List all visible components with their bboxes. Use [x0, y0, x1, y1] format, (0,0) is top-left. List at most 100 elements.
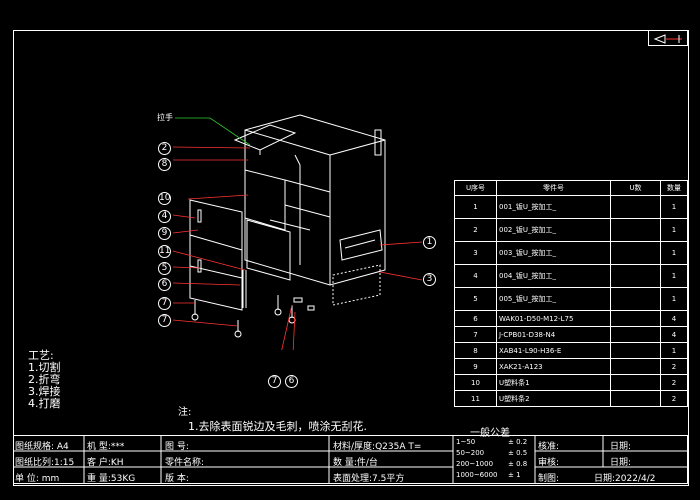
tolerance-title: 一般公差 — [470, 428, 510, 439]
callout-11: 11 — [158, 245, 171, 258]
tolerance-range: 1000~6000 — [456, 471, 498, 479]
bom-unit — [610, 326, 661, 343]
part-name: 零件名称: — [165, 458, 205, 468]
bom-part: 005_钣U_按加工_ — [496, 287, 611, 311]
tolerance-value: ± 0.2 — [508, 438, 528, 446]
bom-qty: 1 — [660, 264, 688, 288]
bom-header-row: U序号 零件号 U数 数量 — [454, 180, 688, 196]
bom-header-qty: 数量 — [660, 180, 688, 196]
bom-qty: 2 — [660, 374, 688, 391]
bom-qty: 1 — [660, 342, 688, 359]
bom-part: XAK21-A123 — [496, 358, 611, 375]
note-text: 1.去除表面锐边及毛刺，喷涂无刮花. — [188, 420, 367, 433]
bom-part: 003_钣U_按加工_ — [496, 241, 611, 265]
bom-qty: 1 — [660, 218, 688, 242]
bom-unit — [610, 264, 661, 288]
bom-qty: 1 — [660, 287, 688, 311]
material-thickness: 材料/厚度:Q235A T= — [333, 442, 422, 452]
detail-view-symbol-icon — [648, 30, 688, 46]
callout-4: 3 — [423, 273, 436, 286]
callout-1: 1 — [423, 236, 436, 249]
date-label: 日期: — [610, 458, 632, 468]
bom-header-unit: U数 — [610, 180, 661, 196]
paper-size: 图纸规格: A4 — [15, 442, 69, 452]
surface-treatment: 表面处理:7.5平方 — [333, 474, 405, 484]
bom-qty: 4 — [660, 310, 688, 327]
process-step: 1.切割 — [28, 361, 61, 374]
bom-no: 10 — [454, 374, 497, 391]
bom-qty: 2 — [660, 390, 688, 407]
bom-header-no: U序号 — [454, 180, 497, 196]
bom-unit — [610, 241, 661, 265]
bom-no: 5 — [454, 287, 497, 311]
weight: 重 量:53KG — [87, 474, 136, 484]
quantity-per-unit: 数 量:件/台 — [333, 458, 378, 468]
process-step: 4.打磨 — [28, 397, 61, 410]
checker-label: 核准: — [538, 442, 560, 452]
customer: 客 户:KH — [87, 458, 124, 468]
date-label: 日期: — [610, 442, 632, 452]
process-step: 2.折弯 — [28, 373, 61, 386]
date-value: 日期:2022/4/2 — [594, 474, 656, 484]
callout-9: 9 — [158, 227, 171, 240]
bom-part: U塑料条1 — [496, 374, 611, 391]
bom-unit — [610, 374, 661, 391]
title-block-grid — [13, 435, 688, 484]
bom-part: 002_钣U_按加工_ — [496, 218, 611, 242]
callout-10: 10 — [158, 192, 171, 205]
bom-no: 7 — [454, 326, 497, 343]
tolerance-value: ± 1 — [508, 471, 521, 479]
bom-unit — [610, 218, 661, 242]
handle-label: 拉手 — [157, 113, 173, 122]
bom-qty: 2 — [660, 358, 688, 375]
version: 版 本: — [165, 474, 189, 484]
callout-6-left: 6 — [158, 278, 171, 291]
arrow-symbol-icon — [653, 34, 682, 44]
tolerance-range: 50~200 — [456, 449, 485, 457]
bom-no: 11 — [454, 390, 497, 407]
tolerance-value: ± 0.8 — [508, 460, 528, 468]
callout-7-lower: 7 — [158, 314, 171, 327]
bom-part: J-CPB01-D38-N4 — [496, 326, 611, 343]
callout-7-upper: 7 — [158, 297, 171, 310]
tolerance-range: 200~1000 — [456, 460, 494, 468]
drafter-label: 制图: — [538, 474, 560, 484]
bom-part: 001_钣U_按加工_ — [496, 195, 611, 219]
drawing-scale: 图纸比列:1:15 — [15, 458, 75, 468]
reviewer-label: 审核: — [538, 458, 560, 468]
bom-unit — [610, 310, 661, 327]
bom-part: WAK01-D50-M12-L75 — [496, 310, 611, 327]
bom-no: 2 — [454, 218, 497, 242]
bom-no: 3 — [454, 241, 497, 265]
bom-no: 6 — [454, 310, 497, 327]
callout-8: 8 — [158, 158, 171, 171]
bom-part: 004_钣U_按加工_ — [496, 264, 611, 288]
bom-unit — [610, 390, 661, 407]
drawing-unit: 单 位: mm — [15, 474, 60, 484]
bom-header-part: 零件号 — [496, 180, 611, 196]
bom-unit — [610, 287, 661, 311]
bom-no: 4 — [454, 264, 497, 288]
cabinet-isometric-drawing — [172, 114, 423, 350]
bom-qty: 1 — [660, 241, 688, 265]
callout-6-bottom: 6 — [285, 375, 298, 388]
bom-no: 1 — [454, 195, 497, 219]
callout-5: 5 — [158, 262, 171, 275]
bom-unit — [610, 358, 661, 375]
callout-2: 2 — [158, 142, 171, 155]
bom-part: XAB41-L90-H36-E — [496, 342, 611, 359]
callout-3: 4 — [158, 210, 171, 223]
bom-no: 9 — [454, 358, 497, 375]
